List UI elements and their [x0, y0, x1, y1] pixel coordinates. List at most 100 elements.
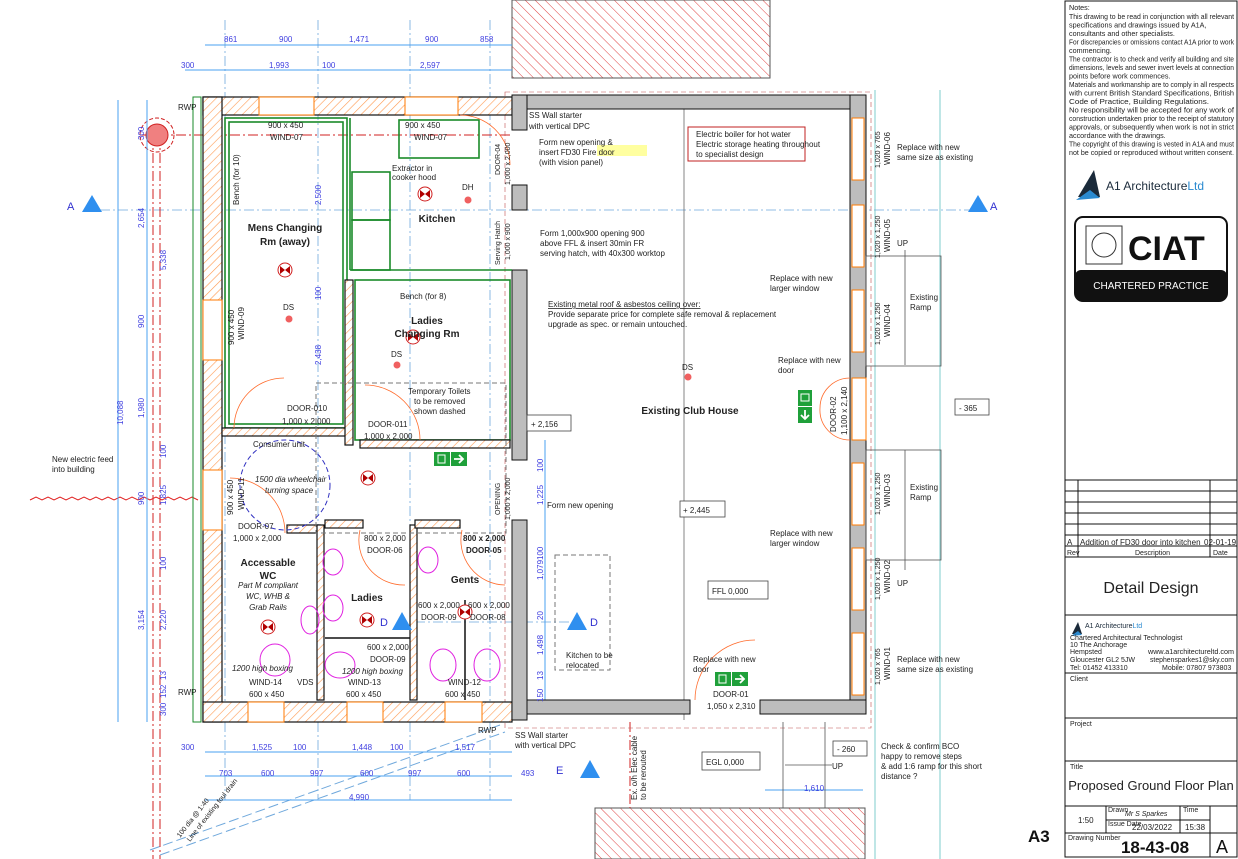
level-label: + 2,156	[531, 420, 558, 429]
svg-text:3,154: 3,154	[137, 609, 146, 630]
svg-text:Ramp: Ramp	[910, 493, 932, 502]
svg-text:distance ?: distance ?	[881, 772, 918, 781]
svg-text:The contractor is to check and: The contractor is to check and verify al…	[1069, 55, 1234, 64]
level-label: - 260	[837, 745, 856, 754]
svg-text:DOOR-08: DOOR-08	[470, 613, 506, 622]
svg-text:WIND-12: WIND-12	[448, 678, 481, 687]
svg-text:600 x 2,000: 600 x 2,000	[468, 601, 510, 610]
svg-text:& add 1:6 ramp for this short: & add 1:6 ramp for this short	[881, 762, 983, 771]
section-label-a: A	[67, 201, 75, 213]
svg-text:900 x 450: 900 x 450	[405, 121, 441, 130]
svg-text:900: 900	[425, 35, 439, 44]
dimension-lines	[117, 44, 863, 801]
svg-text:SS Wall starter: SS Wall starter	[515, 731, 568, 740]
svg-text:door: door	[693, 665, 709, 674]
client-label: Client	[1070, 676, 1088, 683]
svg-text:DOOR-09: DOOR-09	[421, 613, 457, 622]
svg-text:4,990: 4,990	[349, 793, 370, 802]
svg-text:CHARTERED PRACTICE: CHARTERED PRACTICE	[1093, 281, 1209, 292]
revision-description: Addition of FD30 door into kitchen	[1080, 538, 1201, 547]
svg-text:Existing: Existing	[910, 293, 938, 302]
dimension-text: 861 900 1,471 900 858 300 1,993 100 2,59…	[116, 35, 825, 802]
egl-label: EGL 0,000	[706, 758, 745, 767]
svg-text:2,597: 2,597	[420, 61, 441, 70]
svg-text:1,993: 1,993	[269, 61, 290, 70]
svg-text:(with vision panel): (with vision panel)	[539, 158, 603, 167]
svg-text:CIAT: CIAT	[1128, 230, 1205, 268]
svg-text:600: 600	[360, 769, 374, 778]
drawn-by: Mr S Sparkes	[1125, 811, 1168, 818]
svg-text:10,088: 10,088	[116, 400, 125, 425]
svg-text:900 x 450: 900 x 450	[226, 479, 235, 515]
window-wind-07b	[404, 96, 459, 116]
svg-text:900: 900	[279, 35, 293, 44]
svg-text:600: 600	[457, 769, 471, 778]
room-accessible-wc: Accessable	[240, 558, 295, 569]
room-ladies: Ladies	[351, 593, 383, 604]
svg-text:relocated: relocated	[566, 661, 599, 670]
svg-text:VDS: VDS	[297, 678, 313, 687]
svg-text:RWP: RWP	[178, 688, 197, 697]
svg-text:The copyright of this drawing: The copyright of this drawing is vested …	[1069, 140, 1234, 149]
svg-text:DS: DS	[682, 363, 693, 372]
svg-text:997: 997	[408, 769, 422, 778]
svg-text:Form 1,000x900 opening 900: Form 1,000x900 opening 900	[540, 229, 645, 238]
exit-sign-icon	[714, 671, 749, 687]
svg-text:WIND-06: WIND-06	[883, 132, 892, 165]
svg-text:above FFL & insert 30min FR: above FFL & insert 30min FR	[540, 239, 644, 248]
room-ladies-changing: Ladies	[411, 316, 443, 327]
svg-text:not be copied or reproduced wi: not be copied or reproduced without writ…	[1069, 148, 1234, 157]
svg-text:Part M compliant: Part M compliant	[238, 581, 299, 590]
svg-text:Replace with new: Replace with new	[897, 143, 960, 152]
svg-text:Replace with new: Replace with new	[770, 274, 833, 283]
svg-text:1200 high boxing: 1200 high boxing	[232, 664, 293, 673]
svg-text:construction undertaken prior: construction undertaken prior to the rec…	[1069, 114, 1234, 123]
svg-text:Consumer unit: Consumer unit	[253, 440, 306, 449]
section-label-d: D	[380, 617, 388, 629]
boiler-note-box	[687, 126, 806, 162]
svg-text:specifications and drawings is: specifications and drawings issued by A1…	[1069, 21, 1206, 30]
svg-text:1,225: 1,225	[536, 484, 545, 505]
scale-value: 1:50	[1078, 816, 1094, 825]
time-value: 15:38	[1185, 823, 1206, 832]
clubhouse-walls	[511, 94, 867, 721]
svg-text:Materials and workmanship are: Materials and workmanship are to comply …	[1069, 80, 1234, 89]
svg-text:Extractor in: Extractor in	[392, 164, 432, 173]
svg-text:A1 ArchitectureLtd: A1 ArchitectureLtd	[1085, 623, 1142, 630]
svg-text:DS: DS	[283, 303, 294, 312]
svg-text:Provide separate price for com: Provide separate price for complete safe…	[548, 310, 777, 319]
svg-text:150: 150	[536, 688, 545, 702]
svg-text:1200 high boxing: 1200 high boxing	[342, 667, 403, 676]
svg-text:Gloucester GL2 5JW: Gloucester GL2 5JW	[1070, 657, 1135, 664]
svg-text:A1 ArchitectureLtd: A1 ArchitectureLtd	[1106, 179, 1204, 193]
svg-text:1,000 x 2,000: 1,000 x 2,000	[505, 142, 512, 185]
svg-text:No responsibility will be acce: No responsibility will be accepted for a…	[1069, 106, 1234, 115]
ciat-crest-icon	[1085, 225, 1123, 265]
svg-text:1,000 x 2,000: 1,000 x 2,000	[364, 432, 413, 441]
svg-text:WIND-11: WIND-11	[237, 477, 246, 510]
issue-date: 22/03/2022	[1132, 823, 1173, 832]
svg-text:Temporary Toilets: Temporary Toilets	[408, 387, 471, 396]
neighbour-building-bottom	[594, 807, 866, 859]
drawn-label: Drawn	[1108, 807, 1128, 814]
svg-text:New electric feed: New electric feed	[52, 455, 113, 464]
svg-text:300: 300	[181, 61, 195, 70]
svg-text:WIND-01: WIND-01	[883, 647, 892, 680]
svg-text:100: 100	[322, 61, 336, 70]
svg-text:100: 100	[314, 286, 323, 300]
svg-text:100: 100	[159, 444, 168, 458]
svg-text:Form new opening &: Form new opening &	[539, 138, 613, 147]
svg-text:DOOR-09: DOOR-09	[370, 655, 406, 664]
svg-text:2,438: 2,438	[314, 344, 323, 365]
svg-text:larger window: larger window	[770, 284, 820, 293]
a1-logo-icon: A1 ArchitectureLtd	[1076, 170, 1204, 200]
svg-text:900: 900	[137, 314, 146, 328]
svg-text:100: 100	[293, 743, 307, 752]
svg-text:900 x 450: 900 x 450	[227, 309, 236, 345]
svg-text:Form new opening: Form new opening	[547, 501, 613, 510]
svg-text:same size as existing: same size as existing	[897, 153, 973, 162]
section-label-d: D	[590, 617, 598, 629]
svg-text:1,050 x 2,310: 1,050 x 2,310	[707, 702, 756, 711]
svg-text:commencing.: commencing.	[1069, 46, 1112, 55]
svg-text:WIND-03: WIND-03	[883, 474, 892, 507]
